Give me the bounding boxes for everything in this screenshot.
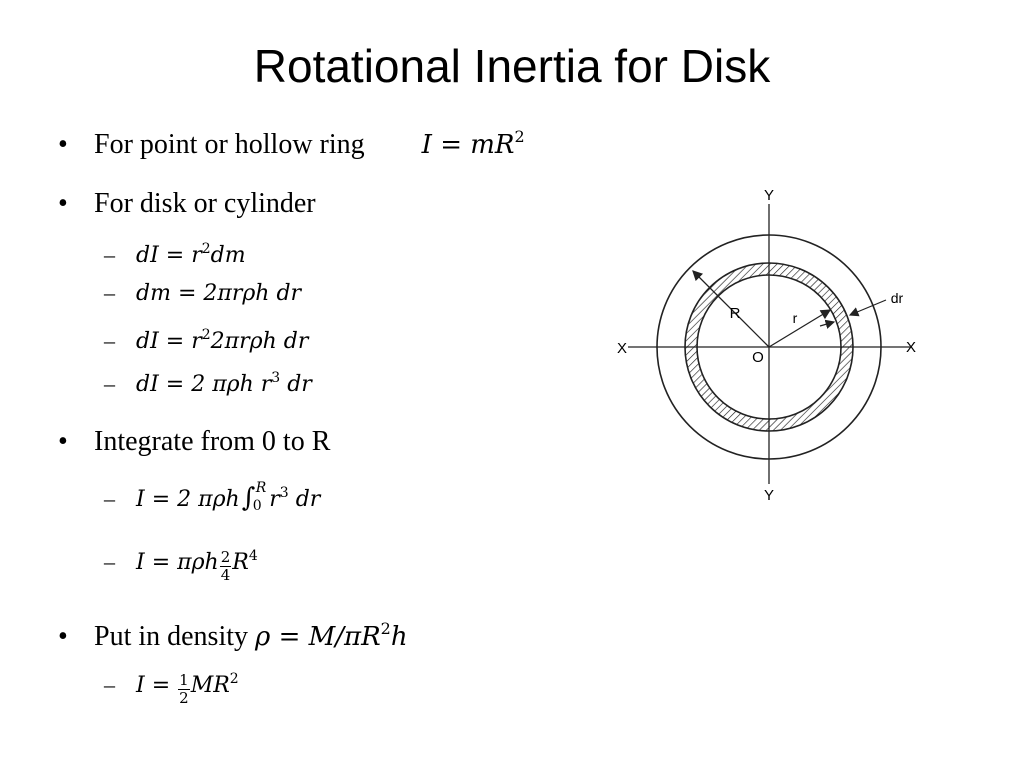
radius-R-label: R <box>730 305 741 322</box>
bullet-label: Put in density <box>94 621 249 652</box>
radius-R-arrow <box>692 270 770 348</box>
axis-x-right-label: X <box>906 339 916 356</box>
dash-icon: – <box>104 328 115 353</box>
sub-formula-4: –dI = 2 πρh r3 dr <box>104 370 312 397</box>
axis-y-bottom-label: Y <box>764 487 774 504</box>
sub-formula-1: –dI = r2dm <box>104 241 246 268</box>
sub-formula-2: –dm = 2πrρh dr <box>104 280 302 306</box>
bullet-point-ring: • For point or hollow ring I = mR2 <box>58 120 525 162</box>
dr-arrows <box>819 299 887 329</box>
formula-ring: I = mR2 <box>421 127 525 160</box>
bullet-density: • Put in density ρ = M/πR2h <box>58 612 408 654</box>
radius-r-arrow <box>768 309 832 348</box>
bullet-label: For point or hollow ring <box>94 129 365 160</box>
dash-icon: – <box>104 280 115 305</box>
bullet-dot-icon: • <box>58 129 68 160</box>
thickness-dr-label: dr <box>891 290 904 306</box>
bullet-label: Integrate from 0 to R <box>94 426 331 457</box>
dash-icon: – <box>104 242 115 267</box>
origin-label: O <box>752 349 764 366</box>
dash-icon: – <box>104 549 115 574</box>
bullet-dot-icon: • <box>58 188 68 219</box>
slide-title: Rotational Inertia for Disk <box>253 40 771 92</box>
bullet-disk: • For disk or cylinder <box>58 187 316 221</box>
disk-diagram: Y Y X X O R r dr <box>617 187 916 504</box>
bullet-label: For disk or cylinder <box>94 188 316 219</box>
dash-icon: – <box>104 486 115 511</box>
dash-icon: – <box>104 371 115 396</box>
radius-r-label: r <box>793 310 798 326</box>
bullet-dot-icon: • <box>58 426 68 457</box>
formula-density: ρ = M/πR2h <box>255 619 408 652</box>
axis-y-top-label: Y <box>764 187 774 204</box>
bullet-integrate: • Integrate from 0 to R <box>58 425 330 459</box>
bullet-dot-icon: • <box>58 621 68 652</box>
sub-formula-3: –dI = r22πrρh dr <box>104 327 309 354</box>
axis-x-left-label: X <box>617 340 627 357</box>
dash-icon: – <box>104 672 115 697</box>
